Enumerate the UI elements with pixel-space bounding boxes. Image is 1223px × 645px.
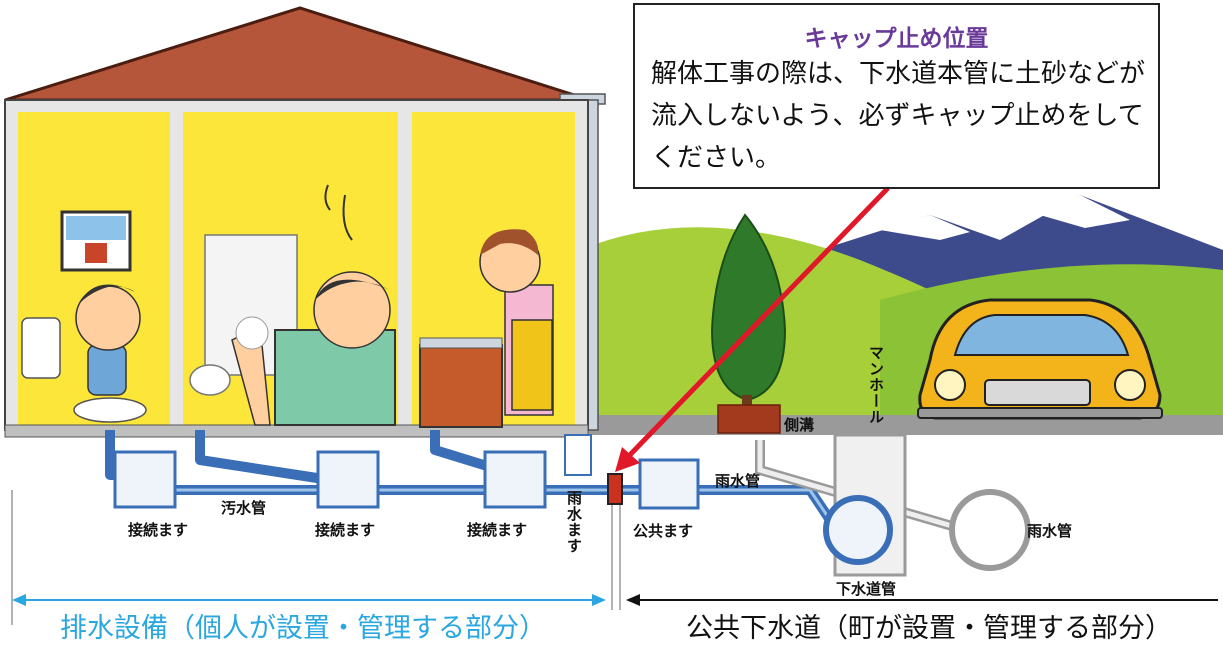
sewer-main-pipe: [823, 495, 893, 565]
car: [917, 298, 1163, 420]
label-sewer-main: 下水道管: [836, 580, 897, 598]
label-manhole: マンホール: [867, 345, 885, 425]
connection-box-3: [483, 450, 547, 509]
connection-box-1: [113, 450, 177, 509]
label-connection-box-3: 接続ます: [467, 521, 528, 539]
callout-body: 解体工事の際は、下水道本管に土砂などが流入しないよう、必ずキャップ止めをしてくだ…: [651, 59, 1146, 173]
label-side-ditch: 側溝: [784, 416, 815, 434]
label-connection-box-1: 接続ます: [128, 521, 189, 539]
label-connection-box-2: 接続ます: [315, 521, 376, 539]
label-rain-pipe-1: 雨水管: [715, 472, 761, 490]
pointer-arrow: [615, 186, 890, 472]
caption-private: 排水設備（個人が設置・管理する部分）: [60, 613, 546, 644]
connection-box-2: [316, 450, 380, 509]
label-sewage-pipe: 汚水管: [221, 499, 267, 517]
range-arrows: [12, 594, 1218, 606]
downspout: [587, 99, 599, 431]
cap-marker: [607, 473, 623, 505]
sewage-pipe: [105, 430, 835, 523]
label-rainwater-box: 雨水ます: [565, 490, 583, 554]
roof: [4, 6, 591, 102]
label-public-box: 公共ます: [633, 522, 694, 540]
public-box-shape: [638, 458, 700, 510]
cap-callout: キャップ止め位置 解体工事の際は、下水道本管に土砂などが流入しないよう、必ずキャ…: [633, 3, 1160, 189]
callout-title: キャップ止め位置: [804, 26, 989, 52]
mountain-snow: [880, 195, 1130, 240]
pipes: [11, 430, 1031, 625]
rain-pipe-circle: [949, 489, 1031, 571]
house: [4, 6, 606, 438]
rainwater-box-shape: [564, 434, 592, 476]
label-rain-pipe-2: 雨水管: [1027, 522, 1073, 540]
caption-public: 公共下水道（町が設置・管理する部分）: [686, 613, 1172, 644]
